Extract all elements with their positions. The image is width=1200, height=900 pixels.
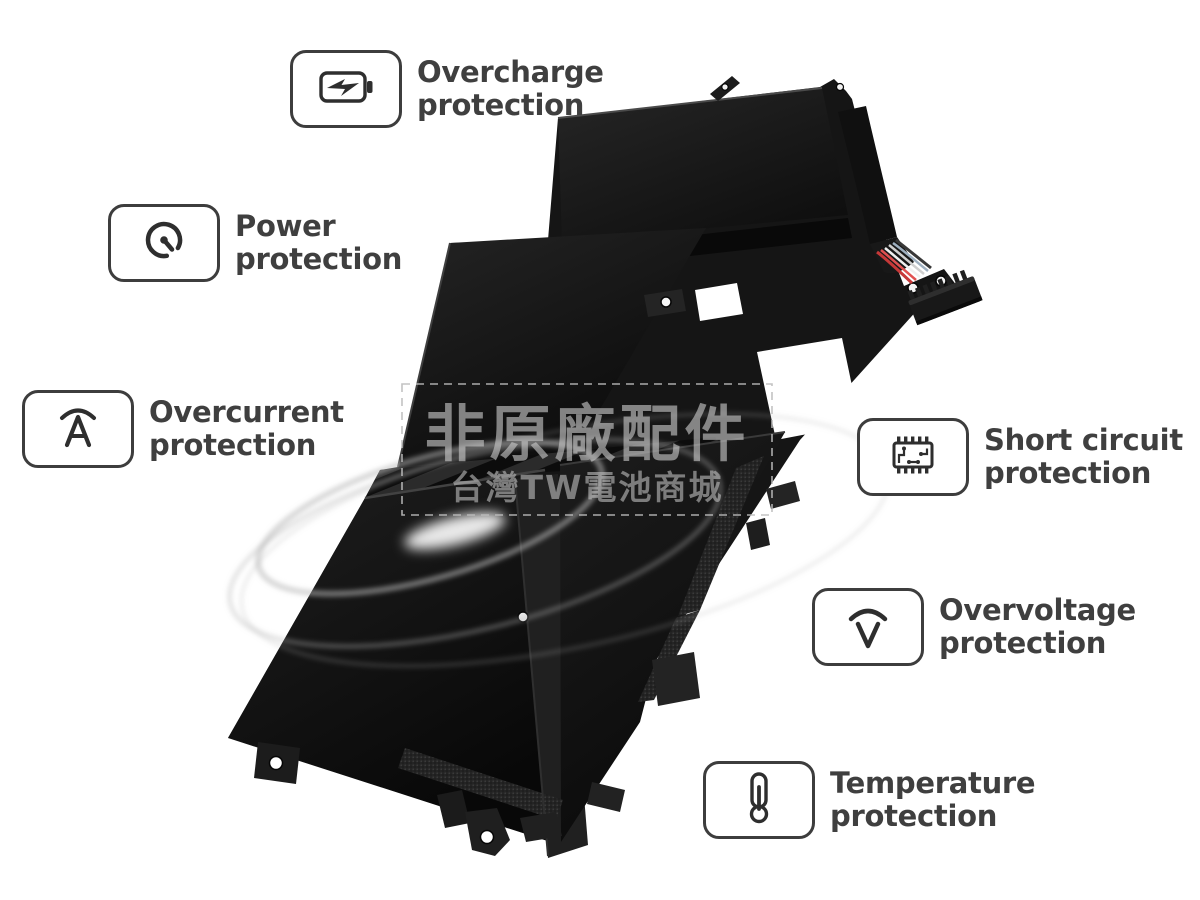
frame-slot-small (695, 283, 743, 321)
feature-temperature: Temperature protection (703, 761, 1036, 839)
thermometer-icon (731, 770, 787, 830)
screw-hole (268, 755, 284, 771)
cable-connector (907, 269, 983, 326)
frame-slot-large (757, 338, 860, 440)
battery-cable (838, 106, 983, 326)
feature-label: Short circuit protection (984, 423, 1183, 490)
edge-highlight (514, 478, 549, 857)
foam-strip-right-upper (678, 456, 764, 616)
screw-hole (835, 82, 845, 92)
foam-strip-bottom (398, 748, 563, 820)
bottom-tooth (520, 812, 562, 842)
ampere-arc-icon (50, 399, 106, 459)
feature-overvoltage: Overvoltage protection (812, 588, 1136, 666)
tab-right-d (587, 782, 625, 812)
feature-power: Power protection (108, 204, 402, 282)
feature-label: Temperature protection (830, 766, 1036, 833)
feature-short-circuit: Short circuit protection (857, 418, 1183, 496)
feature-overcharge: Overcharge protection (290, 50, 604, 128)
screw-hole (721, 83, 729, 91)
tab-right-a (766, 481, 800, 509)
feature-label: Overcharge protection (417, 55, 604, 122)
overcurrent-icon-box (22, 390, 134, 468)
tab-right-c (652, 652, 700, 706)
screw-hole (479, 829, 495, 845)
feature-label: Overcurrent protection (149, 395, 344, 462)
swirl-bright-blob (404, 512, 506, 550)
gauge-icon (136, 213, 192, 273)
feature-label: Overvoltage protection (939, 593, 1136, 660)
power-icon-box (108, 204, 220, 282)
volt-arc-icon (840, 597, 896, 657)
battery-bottom-right-cell (560, 432, 785, 842)
battery-top-cell (558, 88, 848, 242)
feature-overcurrent: Overcurrent protection (22, 390, 344, 468)
screw-hole (660, 296, 672, 308)
top-cell-lip (650, 218, 852, 260)
battery-long-cell (398, 228, 706, 467)
edge-highlight (557, 87, 823, 119)
edge-highlight (397, 242, 451, 468)
edge-highlight (364, 468, 546, 500)
foam-strip-right-lower (638, 610, 700, 702)
short-circuit-icon-box (857, 418, 969, 496)
overcharge-icon-box (290, 50, 402, 128)
watermark-dashed-border (401, 383, 773, 516)
tab-right-b (746, 518, 770, 550)
bottom-tooth (437, 790, 470, 828)
temperature-icon-box (703, 761, 815, 839)
feature-label: Power protection (235, 209, 403, 276)
overvoltage-icon-box (812, 588, 924, 666)
chip-circuit-icon (884, 427, 942, 487)
battery-bolt-icon (315, 59, 377, 119)
